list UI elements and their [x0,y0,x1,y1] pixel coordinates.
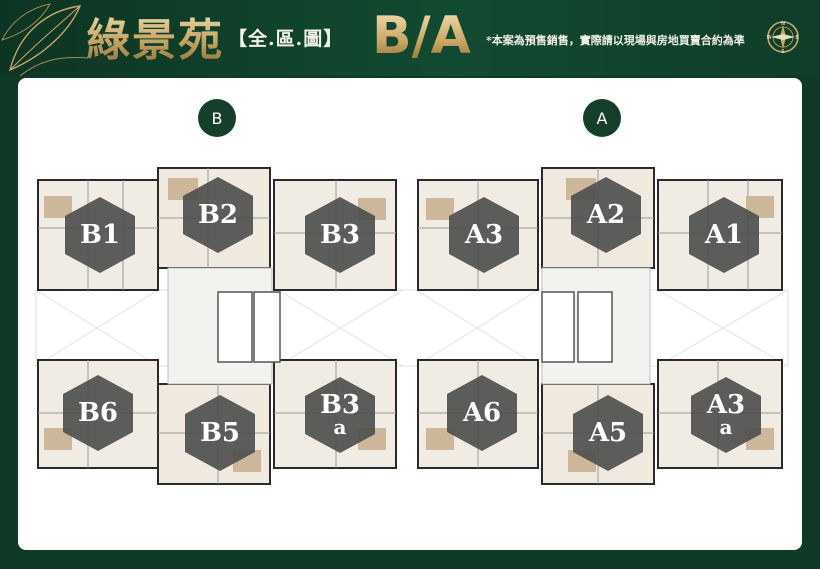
unit-a3[interactable]: A3 [448,196,520,274]
hexagon-icon [65,197,135,273]
leaf-decoration-icon [1,3,89,76]
unit-a2[interactable]: A2 [570,176,642,254]
unit-label: A3 [464,220,504,250]
hexagon-icon [63,375,133,451]
hexagon-icon [449,197,519,273]
compass-icon: N E S W [767,21,799,54]
unit-suffix: a [333,415,347,439]
unit-label: B6 [77,398,119,428]
hexagon-icon [305,197,375,273]
hexagon-icon [305,377,375,453]
hexagon-icon [571,177,641,253]
hexagon-icon [689,197,759,273]
unit-label: B5 [199,418,241,448]
unit-label: B3 [319,390,361,420]
unit-b2[interactable]: B2 [182,176,254,254]
tower-b-badge: B [198,99,236,137]
page-subtitle: 【全.區.圖】 [228,28,344,50]
header-banner: 綠景苑 【全.區.圖】 B/A *本案為預售銷售，實際請以現場與房地買賣合約為準… [0,0,820,76]
unit-a1[interactable]: A1 [688,196,760,274]
unit-b6[interactable]: B6 [62,374,134,452]
hexagon-icon [691,377,761,453]
unit-label: A3 [706,390,746,420]
unit-label: B2 [197,200,239,230]
floor-plan-drawing [35,167,789,485]
unit-label: B3 [319,220,361,250]
unit-label: A6 [462,398,502,428]
disclaimer-text: *本案為預售銷售，實際請以現場與房地買賣合約為準 [486,34,745,47]
hexagon-icon [573,395,643,471]
unit-label: B1 [79,220,121,250]
building-code: B/A [372,6,471,66]
tower-a-badge: A [583,99,621,137]
compass-letter-e: E [795,35,798,41]
unit-label: A5 [588,418,628,448]
compass-letter-n: N [781,21,785,27]
unit-label: A2 [586,200,626,230]
hexagon-icon [447,375,517,451]
unit-a5[interactable]: A5 [572,394,644,472]
unit-label: A1 [704,220,744,250]
compass-letter-s: S [781,49,784,54]
compass-letter-w: W [767,35,772,41]
unit-b3[interactable]: B3 [304,196,376,274]
hexagon-icon [183,177,253,253]
hexagon-icon [185,395,255,471]
unit-a6[interactable]: A6 [446,374,518,452]
brand-title: 綠景苑 [86,4,224,68]
unit-b5[interactable]: B5 [184,394,256,472]
unit-b1[interactable]: B1 [64,196,136,274]
unit-suffix: a [719,415,733,439]
